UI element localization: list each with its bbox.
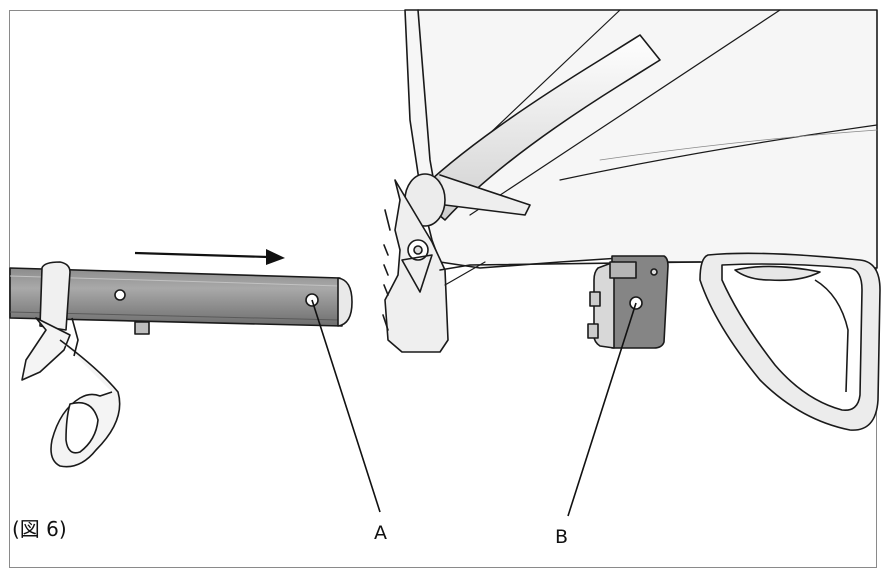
callout-line-a — [311, 299, 381, 513]
callout-label-a: A — [374, 522, 387, 544]
side-bar — [9, 261, 353, 468]
figure-label: (図 6) — [12, 517, 67, 541]
callout-label-b: B — [555, 526, 569, 548]
top-rail-tube — [414, 34, 661, 221]
playpen-body — [382, 9, 878, 353]
bar-hole-upper — [114, 289, 126, 301]
corner-joint — [382, 173, 449, 353]
callout-line-b — [567, 302, 637, 517]
arrow-right-icon — [134, 249, 285, 265]
receiver-bracket — [587, 255, 669, 349]
carry-handle — [699, 252, 881, 431]
bar-clamp — [21, 261, 121, 468]
bar-end-cap — [337, 277, 353, 327]
